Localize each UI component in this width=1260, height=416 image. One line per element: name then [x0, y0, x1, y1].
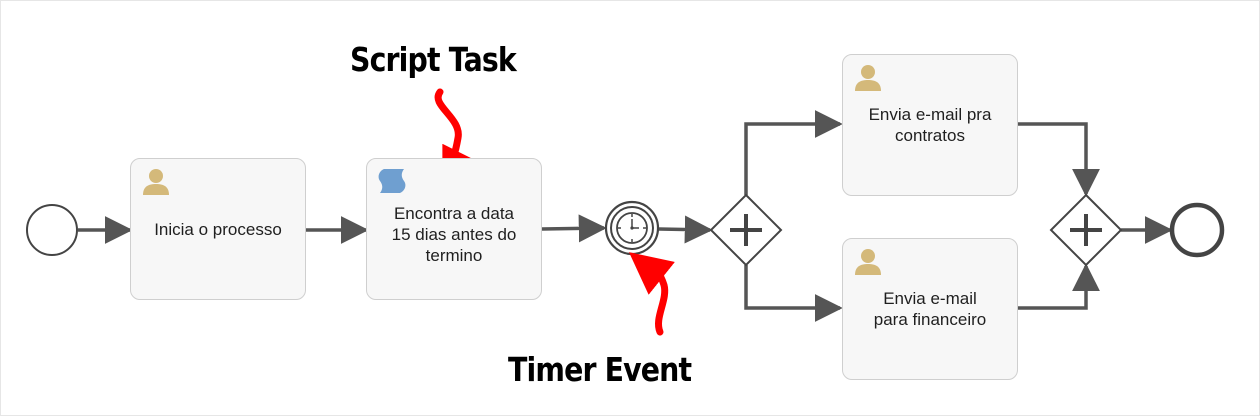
task-email-contracts[interactable]: Envia e-mail pra contratos — [842, 54, 1018, 196]
user-icon — [853, 63, 883, 98]
task-label: Encontra a data 15 dias antes do termino — [391, 203, 517, 265]
task-email-finance[interactable]: Envia e-mail para financeiro — [842, 238, 1018, 380]
start-event-icon[interactable] — [26, 204, 78, 256]
script-task-annotation: Script Task — [350, 40, 517, 79]
task-find-date[interactable]: Encontra a data 15 dias antes do termino — [366, 158, 542, 300]
split-gateway-icon[interactable] — [709, 193, 783, 267]
flow-gateway-to-finance[interactable] — [744, 265, 843, 322]
timer-icon[interactable] — [604, 200, 660, 256]
user-icon — [141, 167, 171, 202]
user-icon — [853, 247, 883, 282]
flow-timer-to-gateway[interactable] — [658, 215, 713, 244]
task-label: Inicia o processo — [154, 219, 282, 239]
flow-contracts-to-join[interactable] — [1018, 122, 1100, 197]
task-start-process[interactable]: Inicia o processo — [130, 158, 306, 300]
flow-gateway-to-contracts[interactable] — [744, 110, 843, 195]
task-label: Envia e-mail pra contratos — [868, 105, 992, 145]
script-icon — [377, 167, 407, 200]
flow-task2-to-timer[interactable] — [541, 214, 607, 243]
flow-finance-to-join[interactable] — [1018, 263, 1100, 310]
task-label: Envia e-mail para financeiro — [873, 289, 987, 329]
timer-event-annotation: Timer Event — [508, 350, 692, 389]
timer-event-pointer-arrow — [628, 252, 675, 336]
join-gateway-icon[interactable] — [1049, 193, 1123, 267]
end-event-icon[interactable] — [1169, 202, 1225, 258]
